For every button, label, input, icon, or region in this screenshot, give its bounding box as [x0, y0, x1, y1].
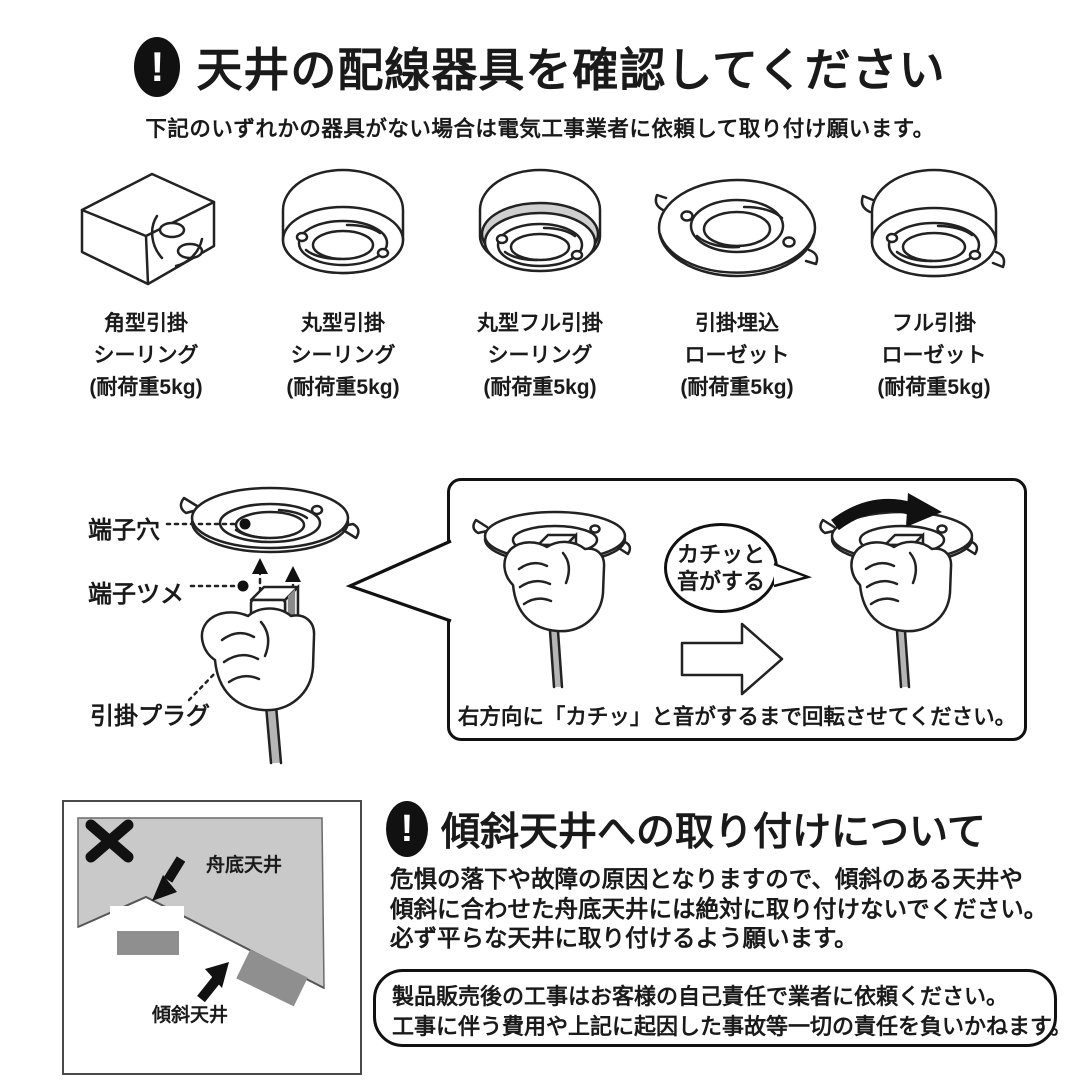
- fixture-label: フル引掛 ローゼット (耐荷重5kg): [877, 312, 991, 399]
- body-line: 必ず平らな天井に取り付けるよう願います。: [390, 925, 858, 951]
- note-line: 製品販売後の工事はお客様の自己責任で業者に依頼ください。: [392, 984, 1009, 1009]
- body-line: 危惧の落下や故障の原因となりますので、傾斜のある天井や: [390, 866, 1023, 892]
- bubble-line2: 音がする: [676, 569, 765, 594]
- round-fixture-illustration: [281, 168, 405, 275]
- label-terminal-claw: 端子ツメ: [88, 581, 184, 608]
- fixture-embedded-rosette: 引掛埋込 ローゼット (耐荷重5kg): [643, 158, 831, 404]
- note-line: 工事に伴う費用や上記に起因した事故等一切の責任を負いかねます。: [392, 1014, 1072, 1039]
- sloped-ceiling-art: [77, 817, 325, 1007]
- fixture-square-ceiling: 角型引掛 シーリング (耐荷重5kg): [52, 158, 240, 404]
- plug-insertion-section: 端子穴 端子ツメ 引掛プラグ: [0, 468, 1080, 768]
- rotation-steps-illustration: [450, 493, 1024, 696]
- section1-header: ! 天井の配線器具を確認してください: [0, 34, 1080, 100]
- alert-exclamation-icon: !: [134, 37, 181, 97]
- rotation-caption: 右方向に「カチッ」と音がするまで回転させてください。: [457, 705, 1017, 729]
- sloped-ceiling-section: 舟底天井 傾斜天井 ! 傾斜天井への取り付けについて 危惧の落下や故障の原因とな…: [0, 795, 1080, 1080]
- liability-note-box: 製品販売後の工事はお客様の自己責任で業者に依頼ください。 工事に伴う費用や上記に…: [373, 969, 1072, 1047]
- alert-exclamation-icon: !: [386, 801, 428, 857]
- prohibited-x-mark: [85, 819, 134, 863]
- bubble-line1: カチッと: [676, 542, 765, 567]
- fixture-full-rosette: フル引掛 ローゼット (耐荷重5kg): [840, 158, 1028, 404]
- page-title: 天井の配線器具を確認してください: [196, 44, 946, 96]
- body-line: 傾斜に合わせた舟底天井には絶対に取り付けないでください。: [390, 895, 1048, 922]
- label-sloped-ceiling: 傾斜天井: [152, 1005, 229, 1026]
- full-rosette-illustration: [860, 168, 1006, 278]
- section3-body: 危惧の落下や故障の原因となりますので、傾斜のある天井や 傾斜に合わせた舟底天井に…: [390, 865, 1055, 954]
- fixture-round-ceiling: 丸型引掛 シーリング (耐荷重5kg): [249, 158, 437, 404]
- rotation-instruction-box: カチッと 音がする 右方向に「カチッ」と音がするまで回転させてください。: [447, 478, 1027, 741]
- exclamation-glyph: !: [150, 43, 165, 90]
- sloped-ceiling-diagram: 舟底天井 傾斜天井: [62, 800, 362, 1075]
- fixture-label: 丸型フル引掛 シーリング (耐荷重5kg): [477, 312, 603, 399]
- section3-title: 傾斜天井への取り付けについて: [441, 811, 986, 854]
- fixture-label: 引掛埋込 ローゼット (耐荷重5kg): [680, 312, 794, 399]
- embedded-rosette-illustration: [654, 178, 819, 278]
- subtitle: 下記のいずれかの器具がない場合は電気工事業者に依頼して取り付け願います。: [145, 117, 935, 141]
- square-fixture-illustration: [80, 172, 216, 286]
- label-boat-bottom-ceiling: 舟底天井: [206, 855, 283, 876]
- click-sound-bubble: カチッと 音がする: [664, 523, 778, 613]
- plug-insertion-diagram: [165, 486, 360, 765]
- label-terminal-hole: 端子穴: [88, 517, 160, 544]
- section3-header: ! 傾斜天井への取り付けについて: [386, 801, 986, 857]
- exclamation-glyph: !: [400, 808, 414, 850]
- callout-tail: [345, 539, 452, 623]
- fixture-label: 角型引掛 シーリング (耐荷重5kg): [89, 312, 203, 399]
- round-full-fixture-illustration: [478, 168, 602, 273]
- fixture-row: 角型引掛 シーリング (耐荷重5kg) 丸型引掛 シーリング (耐荷重5kg): [52, 158, 1028, 404]
- label-hook-plug: 引掛プラグ: [90, 703, 210, 730]
- fixture-label: 丸型引掛 シーリング (耐荷重5kg): [286, 312, 400, 399]
- bubble-tail: [773, 562, 812, 588]
- fixture-round-full-ceiling: 丸型フル引掛 シーリング (耐荷重5kg): [446, 158, 634, 404]
